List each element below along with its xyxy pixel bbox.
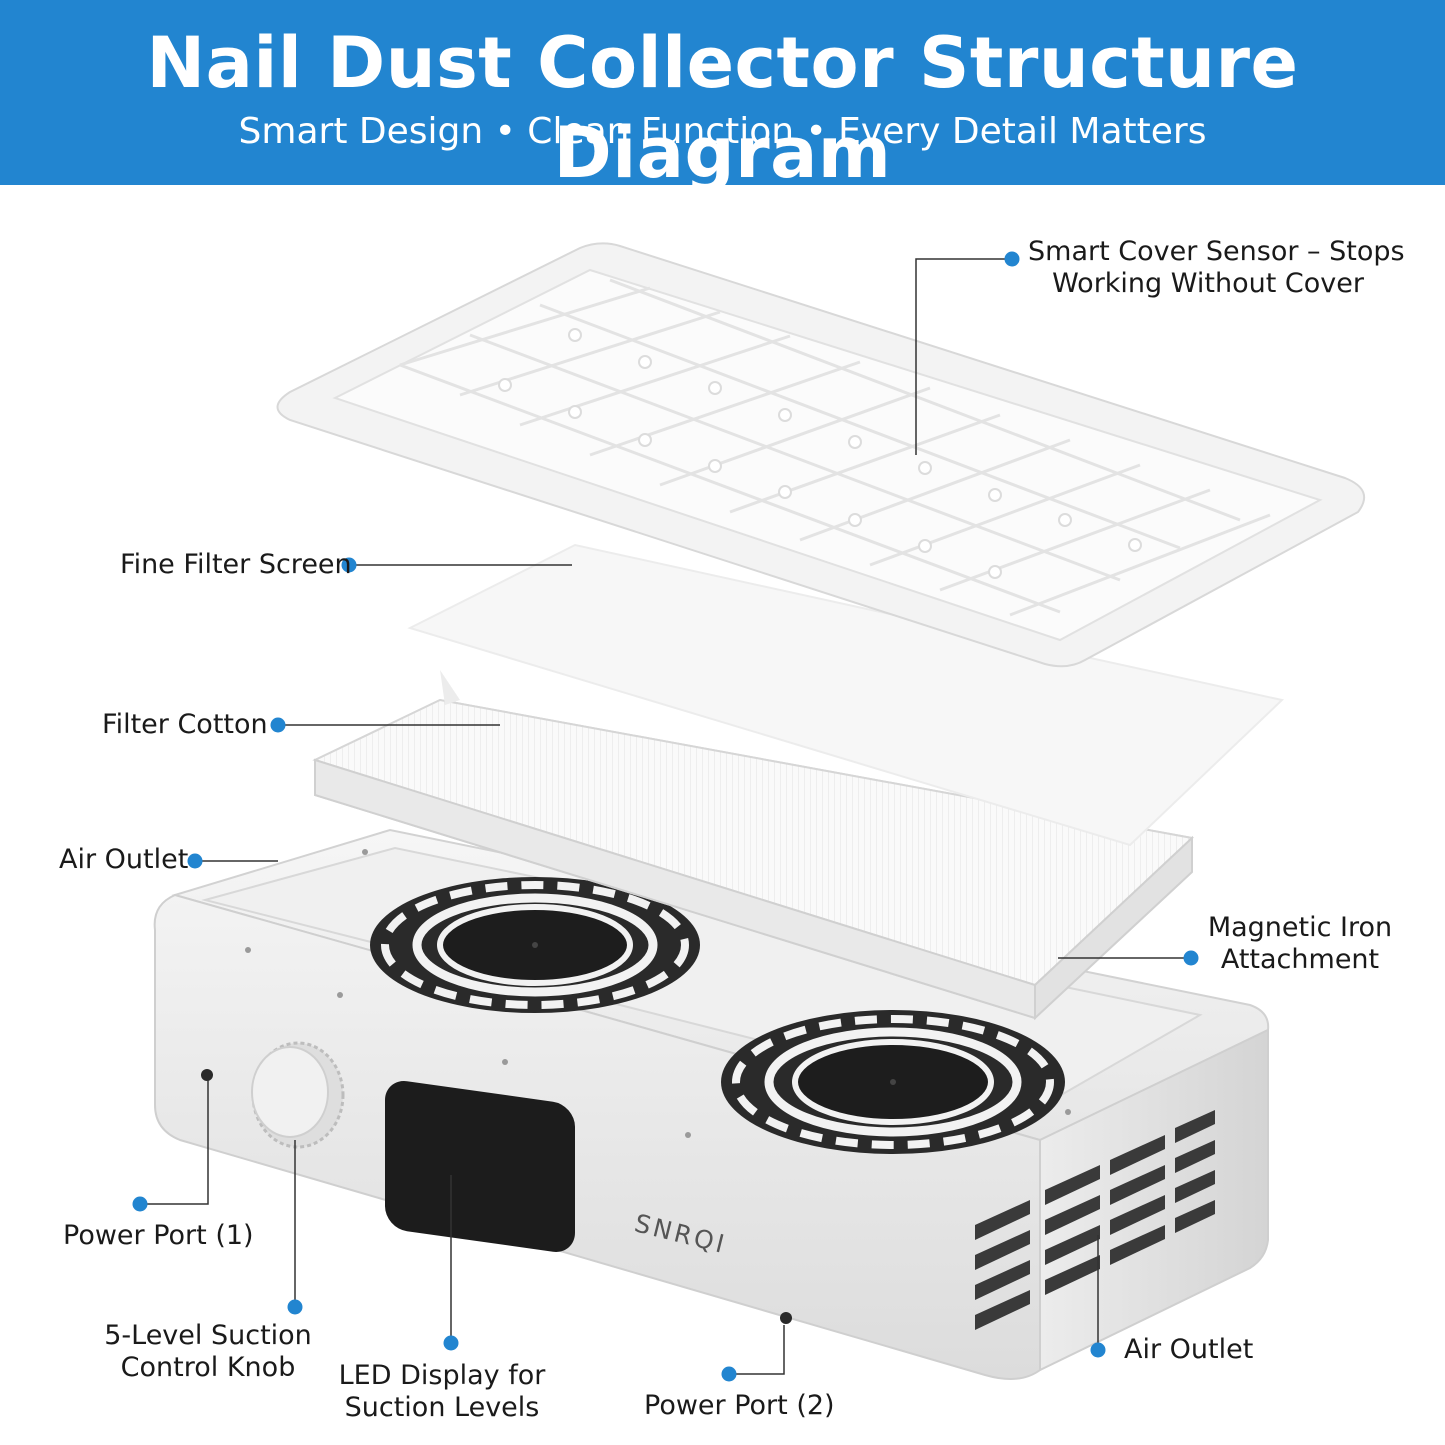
label-power-port-2: Power Port (2) xyxy=(644,1390,835,1421)
page-title: Nail Dust Collector Structure Diagram xyxy=(146,22,1299,194)
label-fine-filter-screen: Fine Filter Screen xyxy=(120,549,352,580)
fan-right xyxy=(721,1010,1065,1154)
mesh-cover xyxy=(276,242,1366,668)
label-line: 5-Level Suction xyxy=(104,1320,312,1351)
fan-left xyxy=(370,877,700,1013)
label-power-port-1: Power Port (1) xyxy=(63,1220,254,1251)
base-front-face xyxy=(153,893,1041,1380)
label-line: Smart Cover Sensor – Stops xyxy=(1028,236,1405,267)
label-line: Attachment xyxy=(1220,944,1380,975)
label-magnetic-iron-attachment: Magnetic Iron Attachment xyxy=(1205,912,1395,976)
led-display xyxy=(385,1080,575,1252)
label-line: Magnetic Iron xyxy=(1207,912,1393,943)
label-line: Control Knob xyxy=(120,1352,296,1383)
power-port-2[interactable] xyxy=(780,1312,792,1324)
label-suction-control-knob: 5-Level Suction Control Knob xyxy=(98,1320,318,1384)
header-banner: Nail Dust Collector Structure Diagram Sm… xyxy=(0,0,1445,194)
leader-lines xyxy=(140,258,1191,1375)
label-smart-cover-sensor: Smart Cover Sensor – Stops Working Witho… xyxy=(1028,236,1405,300)
label-line: LED Display for xyxy=(338,1360,546,1391)
callout-dots xyxy=(132,251,1199,1382)
power-port-1[interactable] xyxy=(201,1069,213,1081)
page-subtitle: Smart Design • Clean Function • Every De… xyxy=(238,111,1207,152)
label-air-outlet-top: Air Outlet xyxy=(59,844,189,875)
label-line: Suction Levels xyxy=(344,1392,540,1423)
label-line: Working Without Cover xyxy=(1052,268,1364,299)
side-air-outlet-vents xyxy=(975,1110,1215,1330)
hepa-filter-block xyxy=(312,670,1195,1021)
label-air-outlet-side: Air Outlet xyxy=(1124,1334,1254,1365)
label-led-display: LED Display for Suction Levels xyxy=(332,1360,552,1424)
label-filter-cotton: Filter Cotton xyxy=(102,709,268,740)
filter-cotton-sheet xyxy=(407,543,1285,847)
suction-control-knob[interactable] xyxy=(251,1041,345,1149)
base-unit: SNRQI xyxy=(153,828,1270,1380)
